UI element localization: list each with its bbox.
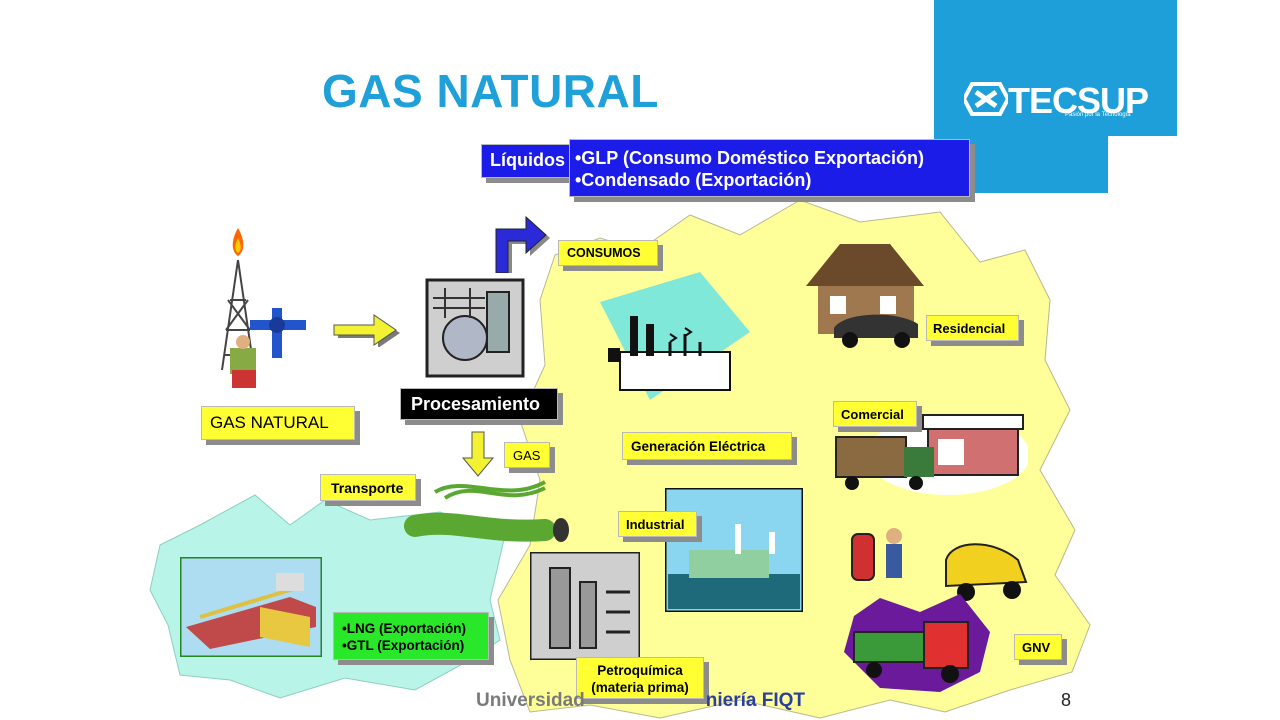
gas-station-illustration — [851, 528, 1028, 601]
lng-ship-illustration — [180, 557, 322, 657]
petroquimica-line: (materia prima) — [591, 680, 689, 695]
pipeline-illustration — [404, 480, 569, 542]
commercial-restaurant-illustration — [835, 414, 1028, 495]
liquidos-item: •GLP (Consumo Doméstico Exportación) — [575, 148, 925, 168]
footer-text: Universidad niería FIQT — [476, 690, 805, 712]
gas-well-illustration — [221, 228, 306, 388]
petroquimica-line: Petroquímica — [597, 663, 683, 678]
page-title: GAS NATURAL — [322, 65, 659, 117]
logo-notch — [1108, 136, 1177, 194]
residential-house-illustration — [806, 244, 924, 348]
transporte-label: Transporte — [320, 474, 416, 501]
petrochemical-plant-illustration — [530, 552, 640, 660]
liquidos-label: Líquidos — [481, 144, 573, 178]
page-number: 8 — [1061, 690, 1072, 710]
footer-left: Universidad — [476, 690, 585, 711]
gnv-label: GNV — [1014, 634, 1062, 660]
arrow-down-icon — [461, 431, 495, 477]
petroquimica-label: Petroquímica (materia prima) — [576, 657, 704, 699]
arrow-up-right-icon — [495, 215, 550, 273]
industrial-label: Industrial — [618, 511, 697, 537]
generacion-electrica-label: Generación Eléctrica — [622, 432, 792, 460]
power-plant-illustration — [600, 272, 750, 400]
liquidos-list: •GLP (Consumo Doméstico Exportación) •Co… — [569, 139, 970, 197]
industrial-plant-illustration — [665, 488, 803, 612]
liquidos-item: •Condensado (Exportación) — [575, 170, 812, 190]
consumos-label: CONSUMOS — [558, 240, 658, 266]
processing-plant-illustration — [425, 278, 525, 378]
residencial-label: Residencial — [926, 315, 1019, 341]
footer-right: niería FIQT — [705, 690, 806, 711]
gas-natural-source-label: GAS NATURAL — [201, 406, 355, 440]
export-list: •LNG (Exportación) •GTL (Exportación) — [333, 612, 489, 660]
export-item: •GTL (Exportación) — [342, 638, 465, 653]
procesamiento-label: Procesamiento — [400, 388, 558, 420]
comercial-label: Comercial — [833, 401, 917, 427]
logo-emblem-icon — [964, 82, 1008, 116]
gas-label: GAS — [504, 442, 550, 468]
car-carrier-truck-illustration — [844, 594, 990, 692]
logo: TECSUP — [1008, 80, 1149, 121]
logo-tagline: Pasión por la Tecnología — [1065, 112, 1131, 118]
export-item: •LNG (Exportación) — [342, 621, 466, 636]
arrow-right-icon — [333, 314, 400, 347]
